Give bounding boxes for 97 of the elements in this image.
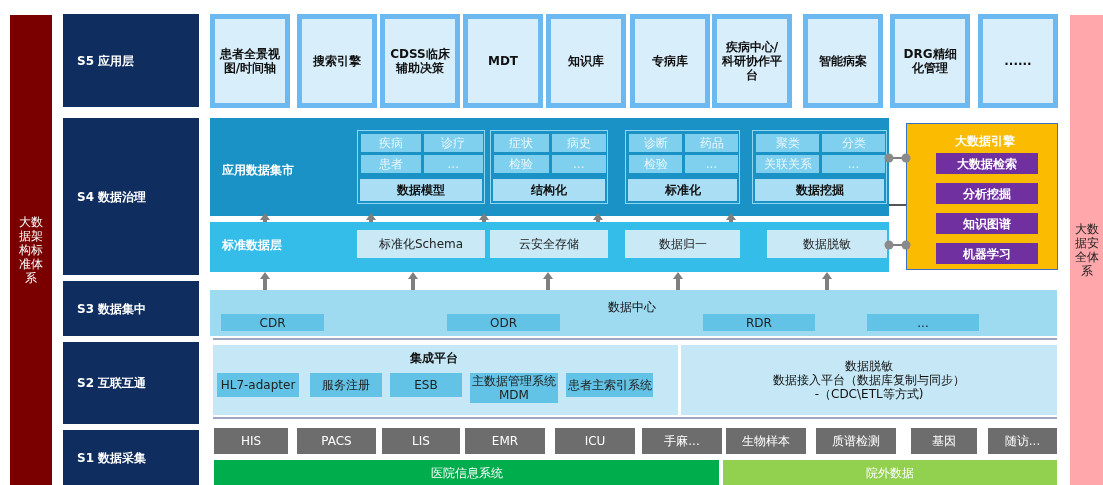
band-title: 集成平台 [410, 351, 458, 365]
platform-band [213, 345, 678, 415]
data-cell: 关联关系 [756, 155, 819, 173]
connector-line [888, 204, 907, 206]
arrow [822, 272, 832, 290]
arrow [543, 272, 553, 290]
source-box: LIS [382, 428, 460, 454]
source-box: PACS [297, 428, 376, 454]
store-box: ... [867, 314, 979, 331]
data-cell: ... [685, 155, 738, 173]
arrow [260, 272, 270, 290]
data-group [625, 130, 740, 204]
layer-label: S1 数据采集 [63, 430, 199, 485]
data-cell: 症状 [494, 134, 549, 152]
platform-item: 患者主索引系统 [566, 373, 653, 397]
engine-title: 大数据引擎 [955, 134, 1015, 148]
app-box: MDT [463, 14, 543, 108]
engine-item: 机器学习 [936, 243, 1038, 264]
platform-text: 数据脱敏 [845, 359, 893, 373]
vertical-label-bar: 大数据架构标准体系 [10, 15, 52, 485]
layer-label: S3 数据集中 [63, 281, 199, 336]
standard-box: 云安全存储 [490, 230, 608, 258]
data-cell: 聚类 [756, 134, 819, 152]
data-cell: ... [423, 155, 483, 173]
source-box: 随访... [988, 428, 1057, 454]
engine-panel [906, 123, 1058, 270]
store-box: CDR [221, 314, 324, 331]
group-title: 标准化 [628, 179, 737, 201]
data-cell: 患者 [361, 155, 421, 173]
source-box: 基因 [911, 428, 977, 454]
arrow [366, 213, 376, 222]
engine-item: 分析挖掘 [936, 183, 1038, 204]
band-title: 应用数据集市 [222, 163, 294, 177]
arrow [408, 272, 418, 290]
source-box: ICU [555, 428, 635, 454]
layer-label: S2 互联互通 [63, 342, 199, 424]
data-cell: ... [551, 155, 606, 173]
group-title: 数据模型 [360, 179, 482, 201]
data-cell: 诊断 [629, 134, 682, 152]
app-box: CDSS临床辅助决策 [380, 14, 460, 108]
app-box: 智能病案 [803, 14, 883, 108]
arrow [673, 272, 683, 290]
source-band: 医院信息系统 [214, 460, 719, 485]
source-box: HIS [214, 428, 288, 454]
platform-text: -（CDC\ETL等方式) [814, 387, 924, 401]
data-group [357, 130, 485, 204]
store-box: RDR [703, 314, 815, 331]
platform-text: 数据接入平台（数据库复制与同步） [773, 373, 965, 387]
data-cell: 疾病 [361, 134, 421, 152]
group-title: 数据挖掘 [755, 179, 884, 201]
platform-band [681, 345, 1057, 415]
engine-item: 大数据检索 [936, 153, 1038, 174]
data-cell: 检验 [494, 155, 549, 173]
connector [884, 240, 911, 250]
arrow [479, 213, 489, 222]
store-box: ODR [447, 314, 560, 331]
app-box: 搜索引擎 [297, 14, 377, 108]
data-cell: 分类 [822, 134, 885, 152]
source-band: 院外数据 [723, 460, 1057, 485]
arrow [593, 213, 603, 222]
layer-label: S5 应用层 [63, 14, 199, 107]
data-cell: 检验 [629, 155, 682, 173]
source-box: 生物样本 [726, 428, 806, 454]
data-cell: 药品 [685, 134, 738, 152]
app-box: 患者全景视图/时间轴 [210, 14, 290, 108]
engine-item: 知识图谱 [936, 213, 1038, 234]
data-band [210, 118, 889, 216]
app-box: 疾病中心/科研协作平台 [712, 14, 792, 108]
platform-item: 主数据管理系统 MDM [470, 373, 558, 403]
data-cell: 诊疗 [423, 134, 483, 152]
platform-item: HL7-adapter [217, 373, 299, 397]
platform-item: 服务注册 [310, 373, 382, 397]
arrow [726, 213, 736, 222]
data-band [210, 222, 889, 272]
standard-box: 数据脱敏 [767, 230, 887, 258]
data-group [752, 130, 887, 204]
arrow [260, 213, 270, 222]
layer-label: S4 数据治理 [63, 118, 199, 275]
app-box: 专病库 [630, 14, 710, 108]
source-box: 质谱检测 [816, 428, 896, 454]
group-title: 结构化 [493, 179, 605, 201]
connector [884, 153, 911, 163]
standard-box: 标准化Schema [357, 230, 485, 258]
app-box: 知识库 [546, 14, 626, 108]
app-box: ...... [978, 14, 1058, 108]
band-title: 数据中心 [608, 300, 656, 314]
data-cell: 病史 [551, 134, 606, 152]
source-box: EMR [465, 428, 545, 454]
center-band [210, 290, 1057, 336]
data-cell: ... [822, 155, 885, 173]
band-title: 标准数据层 [222, 238, 282, 252]
source-box: 手麻... [642, 428, 722, 454]
platform-item: ESB [390, 373, 462, 397]
standard-box: 数据归一 [625, 230, 740, 258]
app-box: DRG精细化管理 [890, 14, 970, 108]
vertical-label-bar: 大数据安全体系 [1070, 15, 1103, 485]
data-group [490, 130, 608, 204]
